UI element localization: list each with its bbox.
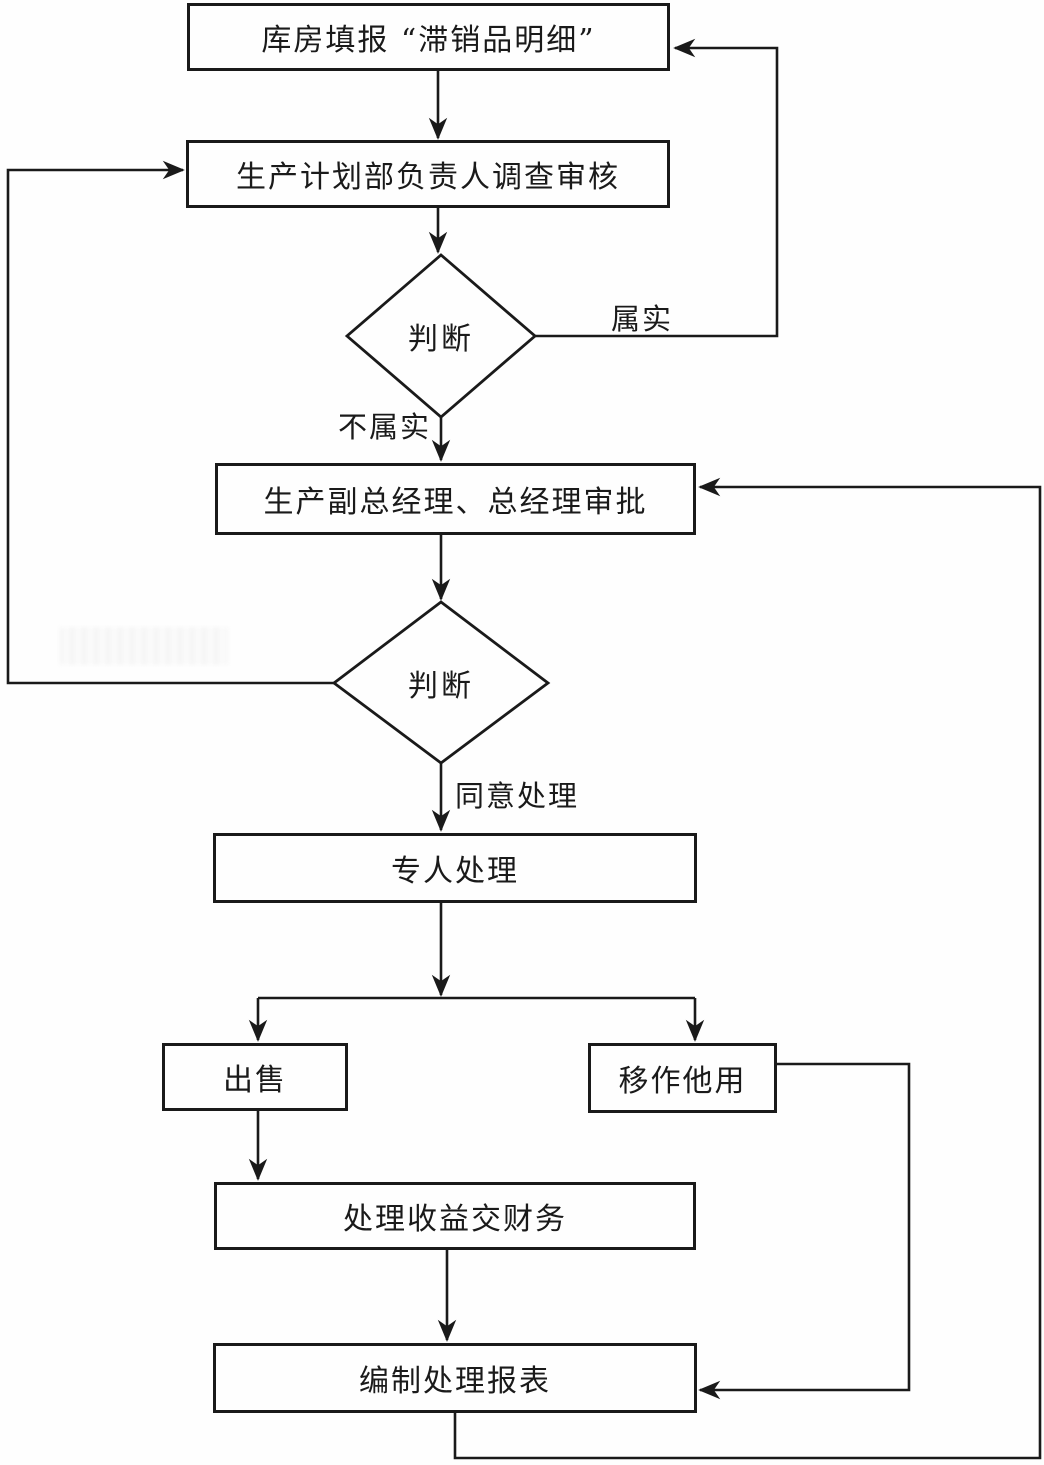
node-gm-approval: 生产副总经理、总经理审批 [215,463,696,535]
edge-label-approved: 同意处理 [455,779,580,813]
edge-label-verified: 属实 [611,302,674,336]
edge-decision1-verified-loop [535,38,779,338]
node-proceeds-to-finance: 处理收益交财务 [214,1182,696,1250]
edge-report-back-to-approval [453,477,1042,1460]
node-report-preparation: 编制处理报表 [213,1343,697,1413]
edge-repurpose-to-report [698,1062,911,1400]
node-decision-2-label: 判断 [408,669,474,704]
node-sell: 出售 [162,1043,348,1111]
watermark-smudge [60,627,228,665]
edge-decision2-back-to-review [6,160,334,685]
node-planning-review: 生产计划部负责人调查审核 [186,140,670,208]
node-warehouse-report: 库房填报 “滞销品明细” [187,3,670,71]
edge-label-not-verified: 不属实 [338,410,432,444]
node-repurpose: 移作他用 [588,1043,777,1113]
node-dedicated-handling: 专人处理 [213,833,697,903]
node-decision-1-label: 判断 [408,322,474,357]
